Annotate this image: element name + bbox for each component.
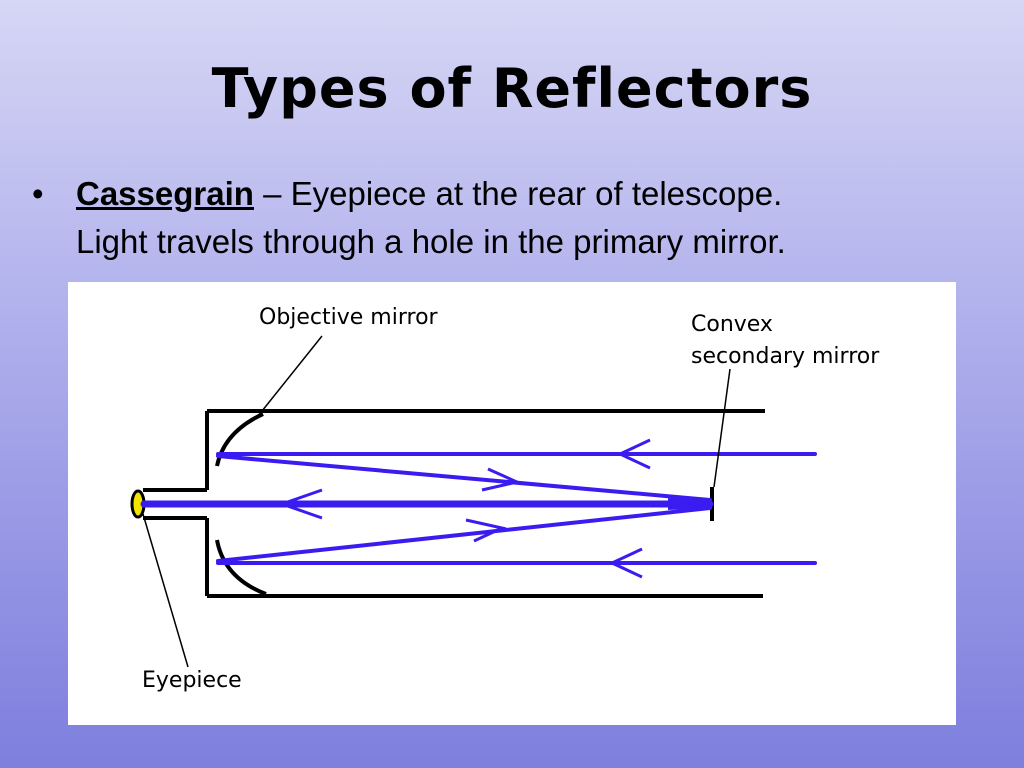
diagram-canvas: Objective mirror Convex secondary mirror… — [130, 305, 880, 693]
leader-lines — [142, 335, 731, 668]
label-convex-line2: secondary mirror — [691, 344, 880, 369]
arrow-incoming-top — [616, 438, 651, 470]
leader-secondary-mirror — [713, 368, 731, 488]
leader-objective-mirror — [257, 335, 323, 417]
light-rays — [140, 452, 817, 565]
label-eyepiece: Eyepiece — [142, 668, 242, 693]
bullet-marker: • — [32, 175, 44, 212]
objective-mirror-upper — [215, 412, 264, 467]
telescope-tube — [143, 409, 765, 598]
slide-title: Types of Reflectors — [211, 57, 813, 120]
arrow-center-left — [277, 488, 323, 520]
bullet-text: Cassegrain – Eyepiece at the rear of tel… — [76, 170, 992, 266]
bullet-line2: Light travels through a hole in the prim… — [76, 223, 786, 260]
label-objective-mirror: Objective mirror — [259, 305, 439, 330]
reflected-ray-bottom — [216, 506, 712, 563]
arrow-reflected-top — [481, 467, 522, 492]
label-convex-line1: Convex — [691, 312, 773, 337]
term-cassegrain: Cassegrain — [76, 175, 254, 212]
leader-eyepiece — [142, 513, 189, 668]
ray-arrows — [277, 438, 651, 579]
objective-mirror — [215, 412, 267, 596]
arrow-incoming-bottom — [608, 547, 643, 579]
reflected-ray-top — [216, 454, 712, 502]
cassegrain-diagram: Objective mirror Convex secondary mirror… — [68, 282, 956, 725]
objective-mirror-lower — [215, 539, 267, 596]
arrow-reflected-bottom — [465, 518, 507, 543]
bullet-point: • Cassegrain – Eyepiece at the rear of t… — [32, 170, 992, 266]
converging-beam — [668, 498, 712, 510]
bullet-line1-rest: – Eyepiece at the rear of telescope. — [253, 175, 783, 212]
